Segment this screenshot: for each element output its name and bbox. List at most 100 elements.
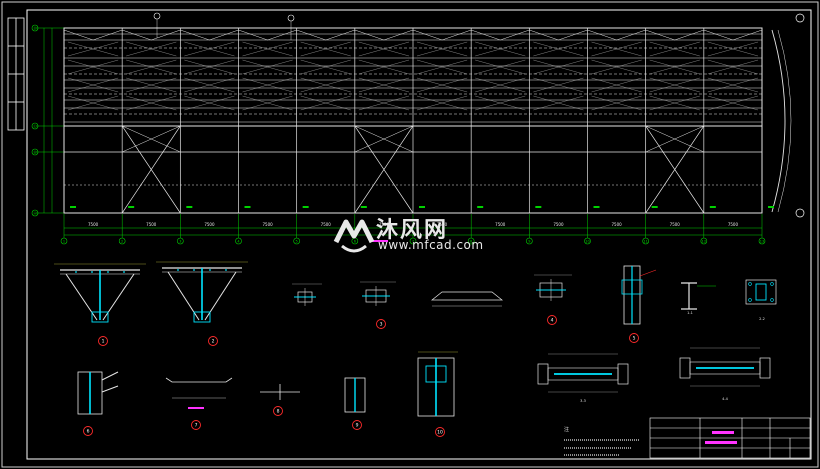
bay-dimension-label: 7500 — [204, 222, 215, 227]
anchor-bolt — [748, 282, 752, 286]
tie-rod — [67, 77, 119, 93]
bay-dimension-label: 7500 — [670, 222, 681, 227]
right-axis-bubble — [795, 13, 805, 23]
detail-bubble-label: 5 — [633, 336, 636, 342]
roof-brace — [616, 29, 646, 41]
plan-title-highlight — [370, 240, 388, 242]
bolt — [225, 269, 227, 271]
tie-rod — [475, 95, 526, 111]
column-axis-bubble — [584, 237, 591, 245]
x-brace — [122, 125, 181, 153]
column-axis-bubble — [118, 237, 126, 245]
bolt — [209, 269, 211, 271]
column-axis-bubble — [467, 237, 475, 245]
roof-brace — [354, 29, 384, 41]
tie-rod — [591, 41, 642, 57]
rod-end — [679, 357, 691, 379]
watermark-url: www.mfcad.com — [378, 238, 484, 252]
tie-rod — [533, 41, 584, 57]
detail-bubble-label: 3 — [380, 322, 383, 328]
roof-brace — [442, 29, 472, 41]
column-axis-label: 6 — [354, 240, 356, 244]
profile-label-highlight — [188, 407, 204, 409]
detail-1 — [54, 263, 146, 323]
roof-brace — [267, 29, 297, 41]
roof-brace — [151, 29, 181, 41]
detail-bubble — [98, 336, 108, 346]
roof-brace — [93, 29, 123, 41]
member-tag — [593, 206, 600, 208]
tie-rod — [184, 95, 235, 111]
tie-rod-detail-1 — [537, 353, 629, 393]
tie-rod — [358, 41, 410, 57]
x-brace — [354, 125, 414, 153]
detail-bubble — [208, 336, 218, 346]
x-brace — [645, 125, 704, 153]
tie-rod — [242, 77, 293, 93]
bay-dimension-label: 7500 — [553, 222, 564, 227]
roof-brace — [471, 29, 501, 41]
column-axis-bubble — [235, 237, 242, 245]
bolt — [177, 269, 179, 271]
bay-dimension-label: 7500 — [437, 222, 448, 227]
column-axis-bubble — [60, 237, 68, 245]
section-label: 2-2 — [759, 317, 765, 321]
tie-rod — [707, 77, 759, 93]
roof-brace — [529, 29, 559, 41]
tie-rod — [184, 77, 235, 93]
bolt — [107, 271, 109, 273]
anchor-bolt — [770, 282, 774, 286]
detail-bubble — [352, 420, 362, 430]
watermark: 沐风网 www.mfcad.com — [332, 212, 492, 256]
base-column — [755, 283, 767, 301]
tie-rod — [184, 59, 235, 75]
gable-curve — [771, 29, 786, 213]
bolt — [193, 269, 195, 271]
tie-rod — [300, 59, 351, 75]
column-axis-bubble — [526, 237, 533, 245]
general-notes: 注 — [564, 426, 640, 456]
column-axis-label: 2 — [121, 240, 123, 244]
section-label: 1-1 — [687, 311, 693, 315]
row-axis-label: Ⓒ — [33, 123, 37, 128]
rod-end — [759, 357, 771, 379]
tie-rod — [126, 95, 177, 111]
tie-rod — [126, 77, 177, 93]
detail-bubble-label: 2 — [212, 339, 215, 345]
tie-rod — [67, 41, 119, 57]
tie-rod — [300, 77, 351, 93]
detail-bubble — [547, 315, 557, 325]
tie-rod — [416, 77, 468, 93]
row-axis-bubble — [31, 122, 39, 130]
plan-members — [63, 27, 792, 214]
right-axis-bubble — [795, 208, 805, 218]
tie-rod — [416, 95, 468, 111]
tie-rod — [649, 77, 700, 93]
purlin-profile — [165, 377, 233, 383]
column-axis-label: 7 — [412, 240, 414, 244]
i-beam-section — [681, 282, 697, 310]
member-tag — [535, 206, 542, 208]
detail-bubble-label: 4 — [551, 318, 554, 324]
column-axis-label: 12 — [702, 240, 706, 244]
member-tag — [128, 206, 135, 208]
bay-dimension-label: 7500 — [379, 222, 390, 227]
gusset — [91, 311, 109, 323]
knee-rafter — [101, 385, 119, 393]
row-axis-label: Ⓑ — [33, 149, 37, 154]
tie-rod — [242, 95, 293, 111]
bolt — [75, 271, 77, 273]
tie-rod — [242, 59, 293, 75]
tie-rod-detail-2 — [679, 347, 771, 387]
row-axis-label: Ⓓ — [33, 25, 37, 30]
title-block-text — [705, 431, 737, 444]
rod-end — [617, 363, 629, 385]
tie-rod — [533, 95, 584, 111]
member-tag — [419, 206, 425, 208]
detail-bubble-label: 9 — [356, 423, 359, 429]
row-axis-bubble — [31, 148, 39, 156]
roof-brace — [732, 29, 763, 41]
member-tag — [651, 206, 658, 208]
leader-bubble — [153, 12, 161, 20]
